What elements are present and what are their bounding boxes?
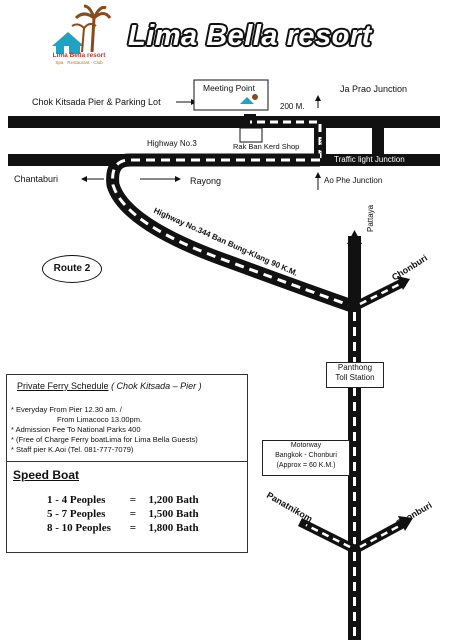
panthong-toll-box: Panthong Toll Station <box>326 362 384 388</box>
label-chantaburi: Chantaburi <box>14 174 59 184</box>
meeting-point-icon <box>240 97 254 104</box>
route-meeting-dashes <box>250 120 322 158</box>
speed-eq: = <box>129 522 137 534</box>
motorway-label-1: Motorway <box>290 442 322 449</box>
speed-boat-title: Speed Boat <box>13 468 80 482</box>
motorway-label-3: (Approx = 60 K.M.) <box>276 462 336 469</box>
motorway-box: Motorway Bangkok - Chonburi (Approx = 60… <box>262 440 350 476</box>
route-highway-344-dashes <box>111 158 356 309</box>
ferry-title-main: Private Ferry Schedule <box>17 381 109 391</box>
pattaya-arrow <box>347 230 362 244</box>
label-traffic-light: Traffic light Junction <box>334 155 405 164</box>
label-ao-phe: Ao Phe Junction <box>324 176 383 185</box>
ferry-line-3: * Admission Fee To National Parks 400 <box>11 425 141 434</box>
label-highway-3: Highway No.3 <box>147 139 197 148</box>
label-pattaya: Pattaya <box>366 204 375 232</box>
label-ja-prao: Ja Prao Junction <box>340 84 408 94</box>
label-rayong: Rayong <box>190 176 222 186</box>
road-top <box>8 116 440 128</box>
ferry-line-5: * Staff pier K.Aoi (Tel. 081-777-7079) <box>11 445 134 454</box>
ferry-title: Private Ferry Schedule ( Chok Kitsada – … <box>17 381 202 391</box>
speed-row: 1 - 4 Peoples = 1,200 Bath <box>47 494 199 506</box>
speed-people: 8 - 10 Peoples <box>47 522 111 534</box>
speed-eq: = <box>129 508 137 520</box>
road-connector-right <box>372 116 384 160</box>
speed-price: 1,200 Bath <box>148 494 199 506</box>
motorway-label-2: Bangkok - Chonburi <box>275 452 337 459</box>
toll-station-label: Toll Station <box>335 373 375 382</box>
speed-people: 1 - 4 Peoples <box>47 494 106 506</box>
speed-people: 5 - 7 Peoples <box>47 508 106 520</box>
logo-tagline: Spa · Restaurant · Club <box>55 60 103 65</box>
label-2km: 2 K.M. <box>318 132 327 154</box>
label-meeting-point: Meeting Point <box>203 83 255 93</box>
route-2-badge: Route 2 <box>42 255 102 283</box>
speed-row: 8 - 10 Peoples = 1,800 Bath <box>47 522 199 534</box>
ferry-schedule-box: Private Ferry Schedule ( Chok Kitsada – … <box>6 374 248 462</box>
ferry-line-4: * (Free of Charge Ferry boatLima for Lim… <box>11 435 198 444</box>
speed-price: 1,500 Bath <box>148 508 199 520</box>
label-200m: 200 M. <box>280 102 305 111</box>
speed-price: 1,800 Bath <box>148 522 199 534</box>
speed-row: 5 - 7 Peoples = 1,500 Bath <box>47 508 199 520</box>
page-title: Lima Bella resort <box>128 20 372 52</box>
speed-eq: = <box>129 494 137 506</box>
rak-ban-shop-box <box>239 127 263 143</box>
panthong-label: Panthong <box>337 363 373 372</box>
label-chok-pier: Chok Kitsada Pier & Parking Lot <box>32 97 161 107</box>
ferry-title-sub: ( Chok Kitsada – Pier ) <box>111 381 202 391</box>
ferry-line-2: From Limacoco 13.00pm. <box>57 415 143 424</box>
ferry-line-1: * Everyday From Pier 12.30 am. / <box>11 405 122 414</box>
logo-graphic <box>52 4 112 54</box>
label-rak-ban: Rak Ban Kerd Shop <box>233 142 300 151</box>
speed-boat-box: Speed Boat 1 - 4 Peoples = 1,200 Bath 5 … <box>6 461 248 553</box>
road-highway-344 <box>106 153 358 314</box>
logo-text: Lima Bella resort <box>52 52 106 59</box>
